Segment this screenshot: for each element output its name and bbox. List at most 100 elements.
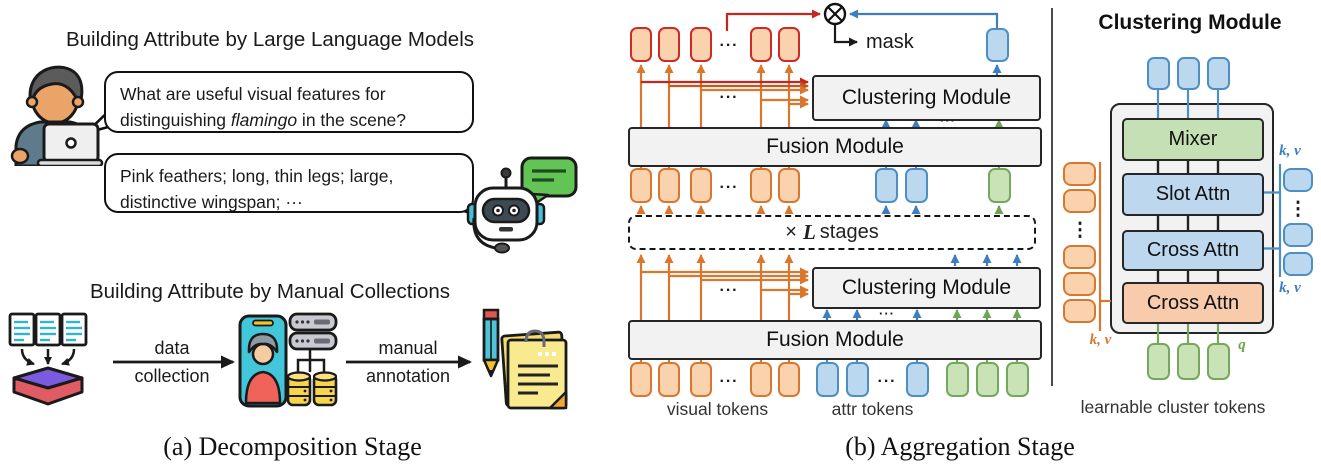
fusion-module-bottom: Fusion Module <box>628 320 1042 360</box>
visual-token <box>690 362 712 397</box>
clustering-module-top: Clustering Module <box>812 75 1041 121</box>
answer-line1: Pink feathers; long, thin legs; large, <box>120 166 394 186</box>
caption-aggregation: (b) Aggregation Stage <box>845 432 1075 461</box>
question-line2-pre: distinguishing <box>120 110 231 131</box>
visual-token <box>690 168 712 203</box>
visual-token <box>630 362 652 397</box>
cluster-token <box>946 362 969 397</box>
multiply-icon <box>823 2 847 26</box>
stages-word: stages <box>819 221 879 243</box>
visual-token <box>630 168 652 203</box>
stages-L: L <box>802 220 816 244</box>
ellipsis: ··· <box>719 179 739 196</box>
stages-times: × <box>785 221 797 243</box>
ellipsis: ··· <box>940 113 956 128</box>
arrow2-label-top: manual <box>378 338 438 358</box>
panel-visual-token <box>1063 245 1096 269</box>
clustering-module-top-label: Clustering Module <box>841 86 1012 109</box>
panel-visual-token <box>1063 272 1096 296</box>
answer-line2: distinctive wingspan; ··· <box>120 192 303 213</box>
robot-icon <box>466 156 578 254</box>
visual-token <box>750 168 772 203</box>
learnable-cluster-tokens-label: learnable cluster tokens <box>1080 397 1266 417</box>
question-flamingo: flamingo <box>230 110 298 131</box>
attr-tokens-label: attr tokens <box>831 399 914 419</box>
cross-attn-orange-label: Cross Attn <box>1146 291 1240 314</box>
q-label: q <box>1238 337 1246 353</box>
panel-output-token <box>1177 57 1200 90</box>
arrow1-label-bottom: collection <box>134 366 210 386</box>
question-bubble: What are useful visual features for dist… <box>104 71 474 133</box>
mixer-label: Mixer <box>1168 128 1218 150</box>
arrow2-label-bottom: annotation <box>365 366 451 386</box>
cross-attn-orange-block: Cross Attn <box>1122 282 1264 324</box>
cluster-output-token <box>986 28 1009 62</box>
mask-out-line <box>833 25 858 47</box>
mixer-block: Mixer <box>1122 118 1264 161</box>
caption-decomposition: (a) Decomposition Stage <box>163 432 422 461</box>
visual-token <box>778 168 800 203</box>
ellipsis: ··· <box>719 37 739 54</box>
masked-token <box>658 27 680 62</box>
mask-blue-line <box>849 9 999 29</box>
ellipsis: ··· <box>879 306 895 321</box>
visual-token <box>778 362 800 397</box>
ellipsis: ··· <box>719 282 739 299</box>
documents-icon <box>8 312 88 406</box>
slot-attn-label: Slot Attn <box>1155 183 1231 205</box>
clustering-module-bottom: Clustering Module <box>812 267 1041 309</box>
cluster-token <box>988 168 1011 203</box>
kv-label-top-right: k, v <box>1279 143 1301 159</box>
fusion-module-bottom-label: Fusion Module <box>766 328 904 351</box>
attr-token <box>816 362 839 397</box>
llm-section-title: Building Attribute by Large Language Mod… <box>65 28 474 51</box>
ellipsis: ··· <box>877 373 897 390</box>
question-line2-post: in the scene? <box>297 110 407 131</box>
visual-tokens-label: visual tokens <box>666 399 769 419</box>
vertical-ellipsis: ⋮ <box>1070 220 1090 241</box>
stage-out-arrows <box>636 205 1004 214</box>
learnable-cluster-token <box>1207 343 1230 380</box>
ellipsis: ··· <box>719 89 739 106</box>
upper-visual-arrows <box>636 64 794 127</box>
mask-red-line <box>725 9 821 31</box>
cross-attn-blue-label: Cross Attn <box>1146 239 1240 261</box>
panel-visual-token <box>1063 189 1096 213</box>
fusion-module-top-label: Fusion Module <box>766 135 904 158</box>
learnable-cluster-token <box>1147 343 1170 380</box>
masked-token <box>690 27 712 62</box>
panel-attr-token <box>1283 223 1313 247</box>
cluster-token <box>976 362 999 397</box>
ellipsis: ··· <box>719 373 739 390</box>
attr-token <box>905 168 928 203</box>
panel-attr-token <box>1283 252 1313 276</box>
notes-icon <box>482 308 568 410</box>
kv-label-bottom-right: k, v <box>1279 280 1301 296</box>
arrow1-label-top: data <box>154 338 190 358</box>
manual-section-title: Building Attribute by Manual Collections <box>89 280 451 303</box>
kv-label-left: k, v <box>1089 332 1112 348</box>
attr-token <box>875 168 898 203</box>
clustering-module-bottom-label: Clustering Module <box>841 276 1012 299</box>
attr-token <box>846 362 869 397</box>
lower-visual-arrows <box>636 254 794 320</box>
panel-visual-token <box>1063 162 1096 186</box>
answer-bubble: Pink feathers; long, thin legs; large, d… <box>104 153 474 213</box>
vertical-ellipsis: ⋮ <box>1288 199 1308 220</box>
visual-token <box>658 362 680 397</box>
mask-label: mask <box>866 31 914 53</box>
panel-attr-token <box>1283 168 1313 192</box>
person-laptop-icon <box>10 65 104 166</box>
fusion-module-top: Fusion Module <box>628 127 1042 167</box>
masked-token <box>630 27 652 62</box>
panel-output-token <box>1147 57 1170 90</box>
clustering-panel-title: Clustering Module <box>1098 11 1282 34</box>
masked-token <box>778 27 800 62</box>
question-line1: What are useful visual features for <box>120 84 386 104</box>
data-server-icon <box>238 312 338 408</box>
cluster-token <box>1006 362 1029 397</box>
masked-token <box>750 27 772 62</box>
slot-attn-block: Slot Attn <box>1122 173 1264 216</box>
